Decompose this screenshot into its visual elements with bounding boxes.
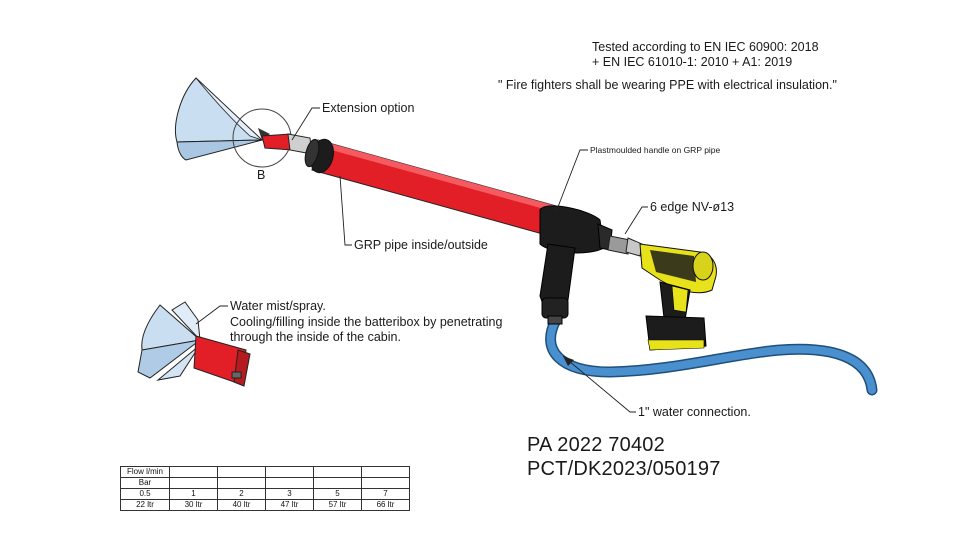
table-cell: 3 — [265, 488, 314, 500]
table-cell: 1 — [169, 488, 218, 500]
table-cell: 2 — [217, 488, 266, 500]
table-cell: 57 ltr — [313, 499, 362, 511]
patent-pa: PA 2022 70402 — [527, 434, 665, 456]
table-cell: 47 ltr — [265, 499, 314, 511]
label-hex-edge: 6 edge NV-ø13 — [650, 200, 735, 214]
table-row: Flow l/min — [120, 466, 410, 478]
drill — [639, 243, 717, 351]
mist-line-2: Cooling/filling inside the batteribox by… — [230, 315, 503, 329]
label-extension-option: Extension option — [322, 101, 415, 115]
water-hose — [545, 314, 878, 396]
spray-cone-main — [175, 77, 270, 161]
tested-line-1: Tested according to EN IEC 60900: 2018 — [592, 40, 819, 54]
table-row: 22 ltr 30 ltr 40 ltr 47 ltr 57 ltr 66 lt… — [120, 499, 410, 511]
mist-line-1: Water mist/spray. — [230, 299, 326, 313]
leader-lines — [195, 107, 648, 413]
flow-table: Flow l/min Bar 0.5 1 2 3 5 7 22 ltr 30 l… — [120, 466, 410, 511]
label-detail-b: B — [257, 168, 266, 182]
extension-section — [261, 133, 313, 155]
table-cell: 0.5 — [120, 488, 170, 500]
table-cell: 30 ltr — [169, 499, 218, 511]
grp-pipe — [304, 138, 557, 237]
table-cell: 7 — [361, 488, 410, 500]
tested-line-2: + EN IEC 61010-1: 2010 + A1: 2019 — [592, 55, 793, 69]
mist-nozzle — [137, 301, 251, 387]
table-cell: 40 ltr — [217, 499, 266, 511]
mist-line-3: through the inside of the cabin. — [230, 330, 401, 344]
patent-pct: PCT/DK2023/050197 — [527, 458, 721, 480]
table-cell: 66 ltr — [361, 499, 410, 511]
label-grp-pipe: GRP pipe inside/outside — [354, 238, 488, 252]
table-cell: 22 ltr — [120, 499, 170, 511]
ppe-quote: " Fire fighters shall be wearing PPE wit… — [498, 78, 837, 92]
table-header-flow: Flow l/min — [120, 466, 170, 478]
handle — [539, 205, 613, 325]
arrow-head — [563, 356, 574, 366]
hex-connector — [607, 235, 643, 257]
table-cell: 5 — [313, 488, 362, 500]
table-row: 0.5 1 2 3 5 7 — [120, 488, 410, 500]
label-handle: Plastmoulded handle on GRP pipe — [590, 145, 721, 155]
label-water-connection: 1" water connection. — [638, 405, 751, 419]
table-row: Bar — [120, 477, 410, 489]
table-header-bar: Bar — [120, 477, 170, 489]
